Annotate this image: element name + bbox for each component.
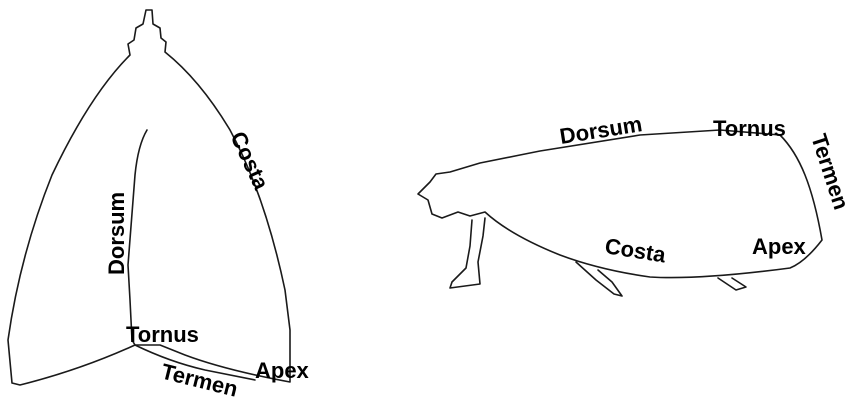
right-label-tornus: Tornus [713, 116, 786, 141]
left-label-termen: Termen [159, 359, 241, 402]
right-label-apex: Apex [752, 234, 807, 259]
right-moth-figure: Dorsum Tornus Termen Costa Apex [417, 111, 850, 297]
left-moth-dorsum-line [127, 129, 148, 346]
left-moth-termen-line [134, 344, 256, 381]
left-label-apex: Apex [255, 358, 310, 383]
right-label-costa: Costa [603, 233, 668, 267]
right-label-dorsum: Dorsum [558, 111, 644, 149]
right-moth-outline [417, 129, 823, 279]
right-moth-hind-leg [717, 277, 747, 291]
left-label-tornus: Tornus [126, 322, 199, 347]
right-moth-middle-leg [575, 261, 623, 297]
left-moth-figure: Costa Dorsum Tornus Termen Apex [7, 9, 310, 402]
left-label-dorsum: Dorsum [104, 192, 129, 275]
right-moth-front-leg [449, 217, 486, 289]
left-label-costa: Costa [225, 128, 274, 195]
